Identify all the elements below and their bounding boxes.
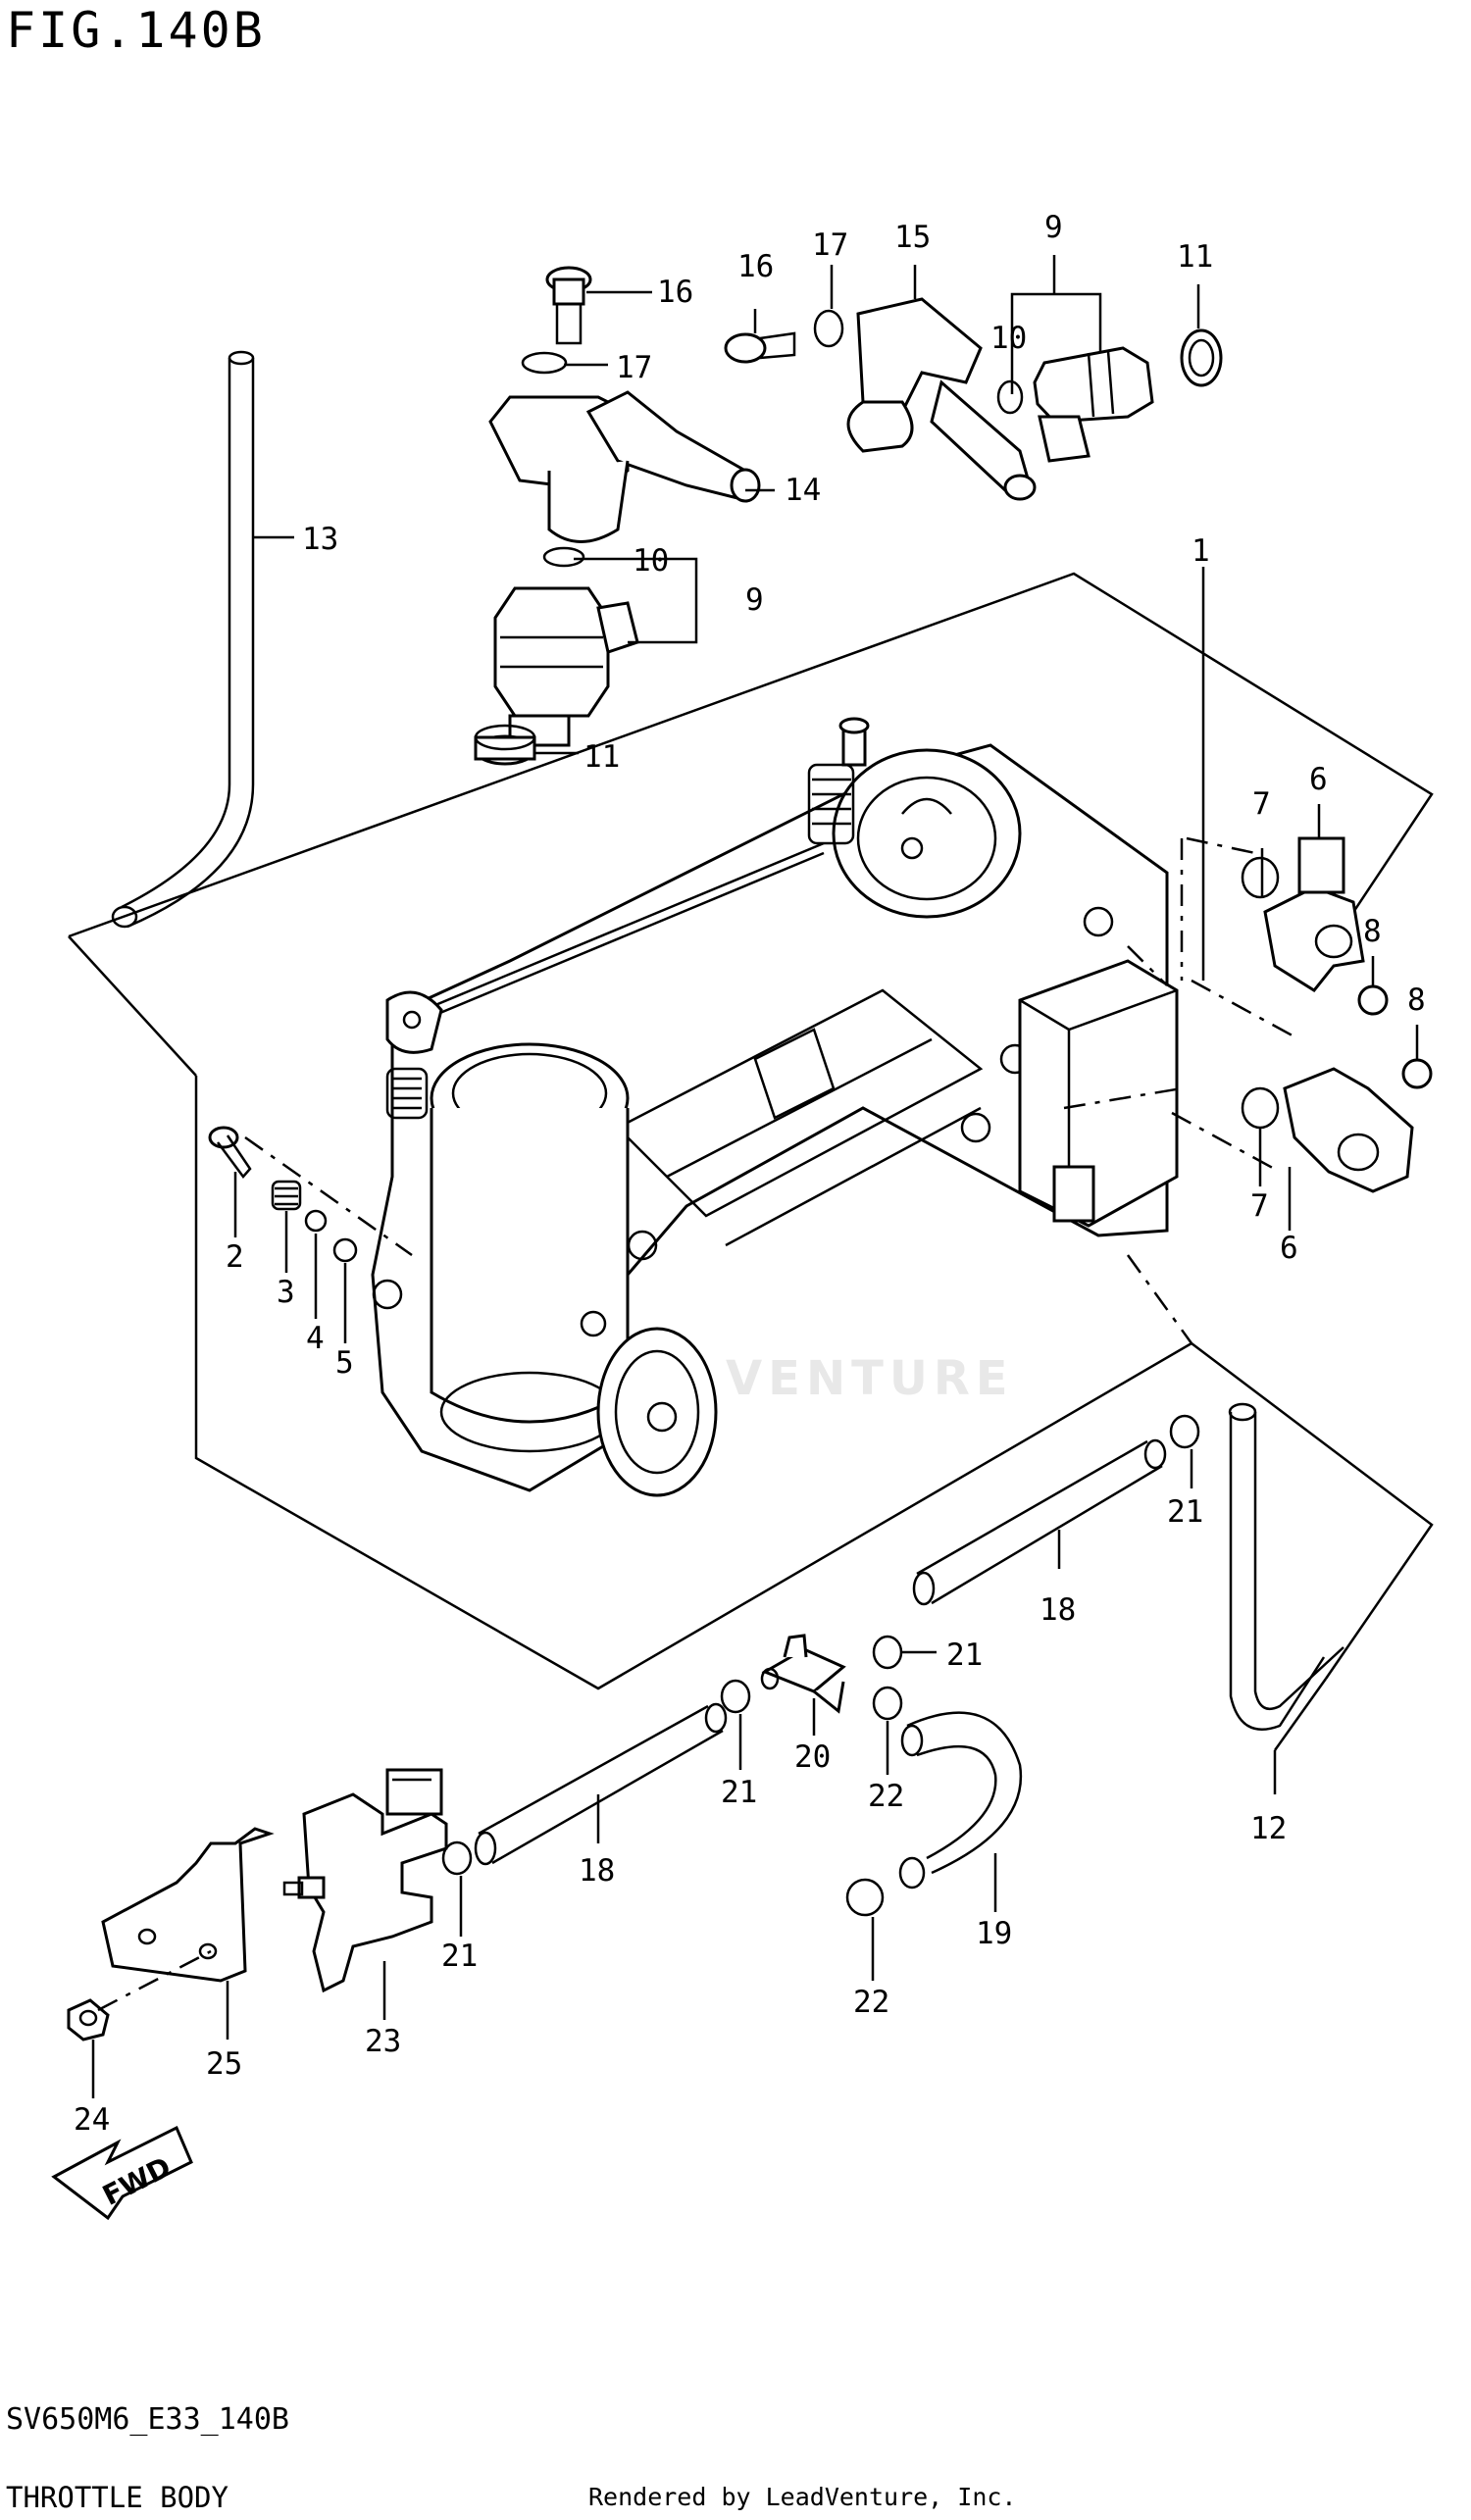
hoses-and-clamps [441, 1402, 1344, 1917]
callout-14: 14 [785, 473, 821, 508]
callout-4: 4 [306, 1321, 325, 1356]
callout-21a: 21 [1167, 1494, 1203, 1530]
throttle-body-assembly [371, 717, 1179, 1497]
injector-set-left [474, 266, 761, 766]
callout-11a: 11 [1177, 239, 1213, 275]
callout-19: 19 [976, 1916, 1012, 1951]
callout-numbers: 1 2 3 4 5 6 6 7 7 8 8 9 9 10 10 11 11 12… [74, 210, 1426, 2138]
callout-5: 5 [335, 1345, 354, 1381]
callout-21d: 21 [441, 1939, 478, 1974]
callout-7b: 7 [1250, 1188, 1269, 1224]
callout-10b: 10 [633, 543, 669, 579]
section-name: THROTTLE BODY [6, 2481, 228, 2514]
callout-25: 25 [206, 2046, 242, 2082]
callout-13: 13 [302, 522, 338, 557]
callout-24: 24 [74, 2102, 110, 2138]
assembly-frame [68, 572, 1434, 1690]
callout-9b: 9 [745, 582, 764, 618]
callout-10a: 10 [990, 321, 1027, 356]
callout-21c: 21 [721, 1775, 757, 1810]
callout-22b: 22 [853, 1985, 889, 2020]
callout-1: 1 [1192, 533, 1210, 569]
callout-6a: 6 [1309, 762, 1328, 797]
callout-11b: 11 [583, 739, 620, 775]
callout-9a: 9 [1044, 210, 1063, 245]
sensor-parts [1241, 836, 1433, 1193]
callout-12: 12 [1250, 1811, 1287, 1846]
callout-7a: 7 [1252, 786, 1271, 822]
callout-15: 15 [894, 220, 931, 255]
part-13-hose [111, 350, 255, 929]
callout-3: 3 [277, 1275, 295, 1310]
injector-set-right [724, 297, 1223, 501]
callout-18b: 18 [579, 1853, 615, 1889]
part-20-t-joint [760, 1634, 846, 1714]
fwd-arrow-icon: FWD [51, 2125, 193, 2221]
figure-title: FIG.140B [6, 2, 266, 59]
callout-16a: 16 [657, 275, 693, 310]
callout-17a: 17 [616, 350, 652, 385]
callout-8b: 8 [1407, 983, 1426, 1018]
callout-20: 20 [794, 1739, 831, 1775]
callout-17b: 17 [812, 227, 848, 263]
callout-21b: 21 [946, 1638, 983, 1673]
callout-16b: 16 [737, 249, 774, 284]
watermark-text: VENTURE [726, 1351, 1014, 1406]
callout-18a: 18 [1040, 1592, 1076, 1628]
solenoid-bracket-nut [67, 1768, 448, 2041]
screw-spring-washer-parts [208, 1126, 358, 1263]
rendered-by-credit: Rendered by LeadVenture, Inc. [588, 2483, 1017, 2511]
leader-lines [91, 255, 1419, 2098]
callout-2: 2 [226, 1239, 244, 1275]
callout-6b: 6 [1280, 1231, 1298, 1266]
center-lines [97, 836, 1300, 2012]
callout-22a: 22 [868, 1779, 904, 1814]
model-code: SV650M6_E33_140B [6, 2402, 289, 2437]
callout-23: 23 [365, 2024, 401, 2059]
callout-8a: 8 [1363, 914, 1382, 949]
